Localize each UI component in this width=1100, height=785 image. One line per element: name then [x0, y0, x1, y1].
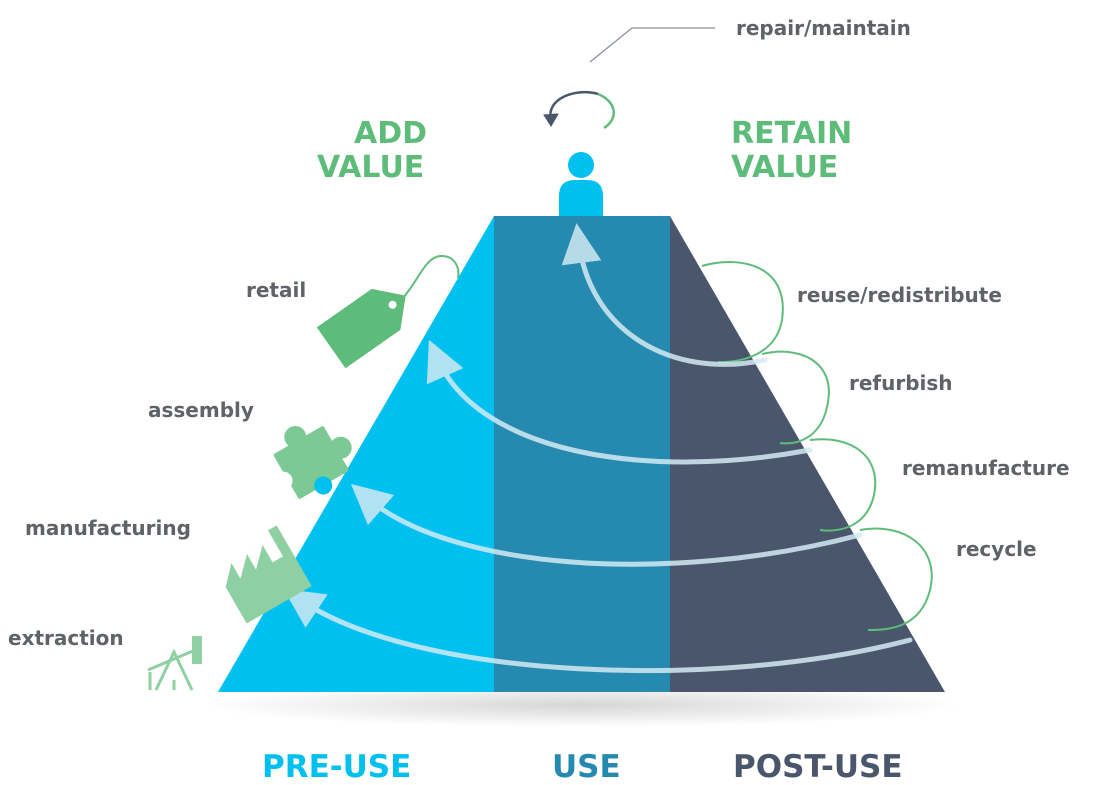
add-value-heading-line2: VALUE: [317, 150, 425, 185]
return-arrows: [283, 223, 913, 673]
label-extraction: extraction: [8, 626, 124, 650]
add-value-heading-line1: ADD: [354, 116, 428, 151]
price-tag-icon: [316, 288, 406, 369]
phase-pre-use: PRE-USE: [262, 749, 412, 785]
person-icon: [559, 152, 603, 216]
pyramid-post-use: [670, 216, 945, 692]
factory-icon: [225, 525, 312, 624]
label-assembly: assembly: [148, 398, 254, 422]
phase-post-use: POST-USE: [733, 749, 903, 785]
phase-use: USE: [552, 749, 621, 785]
label-recycle: recycle: [956, 537, 1037, 561]
label-refurbish: refurbish: [849, 371, 953, 395]
label-reuse-redistribute: reuse/redistribute: [797, 283, 1002, 307]
label-remanufacture: remanufacture: [902, 456, 1070, 480]
arrow-reuse: [561, 223, 768, 367]
retain-value-heading-line2: VALUE: [731, 150, 839, 185]
green-loops: [701, 261, 933, 631]
repair-leader-line: [589, 27, 715, 63]
label-retail: retail: [246, 278, 307, 302]
cycle-arrow-icon: [543, 90, 615, 130]
oil-pump-icon: [147, 636, 202, 691]
puzzle-piece-icon: [273, 426, 352, 499]
label-repair-maintain: repair/maintain: [736, 16, 911, 40]
arrow-remanufacture: [350, 483, 863, 567]
pyramid-shadow: [202, 683, 962, 727]
tag-string: [402, 254, 460, 299]
label-manufacturing: manufacturing: [25, 516, 191, 540]
arrow-recycle: [283, 588, 913, 673]
retain-value-heading-line1: RETAIN: [731, 116, 853, 151]
arrow-refurbish: [426, 339, 813, 465]
